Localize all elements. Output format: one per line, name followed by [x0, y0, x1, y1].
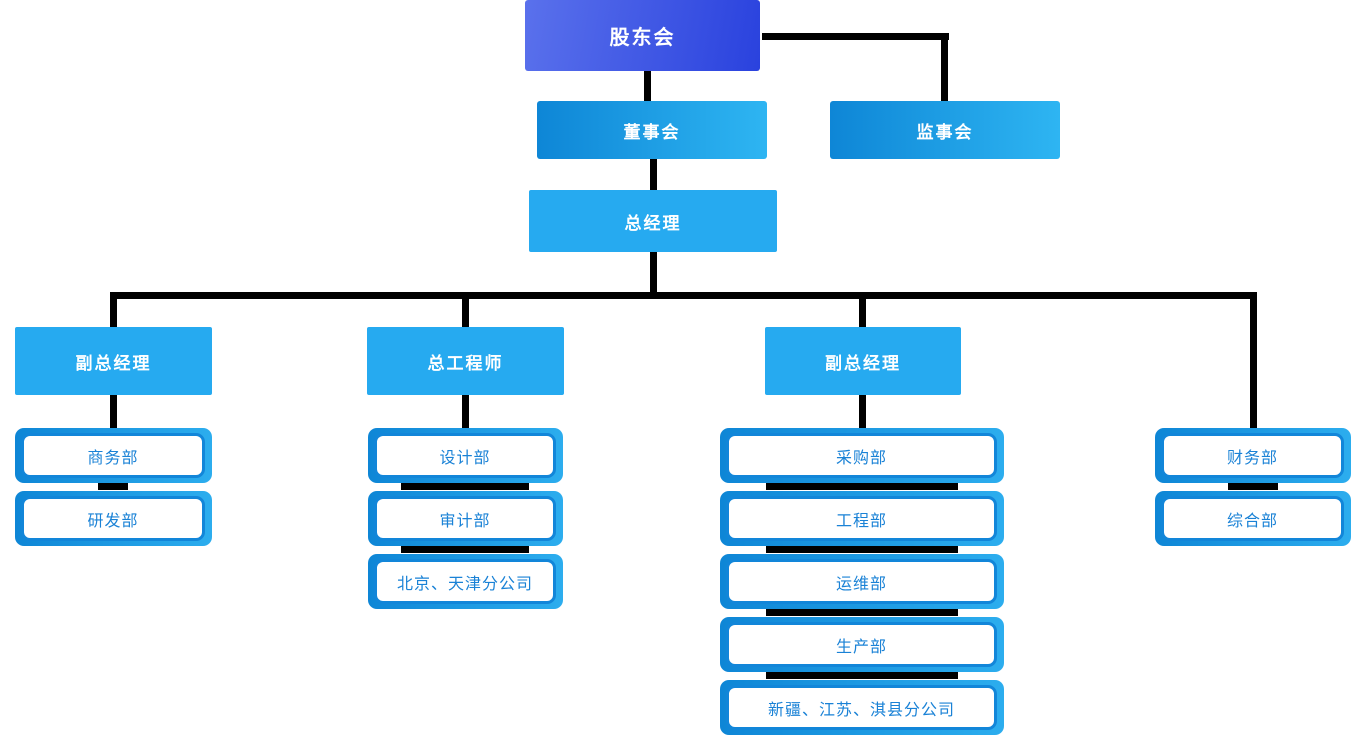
dept-engineering-label: 工程部 — [835, 512, 887, 530]
node-general-manager[interactable]: 总经理 — [529, 190, 777, 252]
connector-dept-link — [401, 481, 529, 490]
connector-dept-link — [766, 544, 958, 553]
branch-xinjiang-jiangsu-qixian-label: 新疆、江苏、淇县分公司 — [767, 701, 955, 719]
general-manager-label: 总经理 — [624, 213, 682, 233]
dept-card: 运维部 — [726, 559, 997, 604]
connector-dept-link — [98, 481, 128, 490]
node-dept-rnd[interactable]: 研发部 — [15, 491, 212, 546]
node-dept-general-affairs[interactable]: 综合部 — [1155, 491, 1351, 546]
dept-card: 生产部 — [726, 622, 997, 667]
dept-card: 新疆、江苏、淇县分公司 — [726, 685, 997, 730]
board-of-directors-label: 董事会 — [623, 122, 681, 142]
connector-shareholders-supervisory-h — [762, 33, 949, 40]
node-deputy-gm-right[interactable]: 副总经理 — [765, 327, 961, 395]
connector-dept-link — [766, 607, 958, 616]
node-branch-xinjiang-jiangsu-qixian[interactable]: 新疆、江苏、淇县分公司 — [720, 680, 1004, 735]
node-dept-engineering[interactable]: 工程部 — [720, 491, 1004, 546]
dept-audit-label: 审计部 — [439, 512, 491, 530]
node-dept-design[interactable]: 设计部 — [368, 428, 563, 483]
dept-card: 工程部 — [726, 496, 997, 541]
dept-card: 研发部 — [21, 496, 205, 541]
node-dept-production[interactable]: 生产部 — [720, 617, 1004, 672]
connector-gm-trunk — [650, 252, 657, 292]
dept-card: 设计部 — [374, 433, 556, 478]
connector-drop-chief-engineer — [462, 292, 469, 327]
node-deputy-gm-left[interactable]: 副总经理 — [15, 327, 212, 395]
node-chief-engineer[interactable]: 总工程师 — [367, 327, 564, 395]
connector-dept-link — [766, 670, 958, 679]
dept-card: 采购部 — [726, 433, 997, 478]
node-branch-beijing-tianjin[interactable]: 北京、天津分公司 — [368, 554, 563, 609]
connector-shareholders-supervisory-v — [941, 33, 948, 101]
connector-dept-link — [1228, 481, 1278, 490]
connector-deputy-gm-right-departments — [859, 395, 866, 428]
node-dept-operations[interactable]: 运维部 — [720, 554, 1004, 609]
node-dept-audit[interactable]: 审计部 — [368, 491, 563, 546]
connector-chief-engineer-departments — [462, 395, 469, 428]
node-supervisory-board[interactable]: 监事会 — [816, 101, 1074, 159]
deputy-gm-right-label: 副总经理 — [825, 353, 901, 373]
connector-dept-link — [766, 481, 958, 490]
connector-branch-rail — [110, 292, 1257, 299]
dept-operations-label: 运维部 — [835, 575, 887, 593]
dept-card: 商务部 — [21, 433, 205, 478]
branch-beijing-tianjin-label: 北京、天津分公司 — [396, 575, 533, 593]
connector-drop-finance-column — [1250, 292, 1257, 428]
dept-design-label: 设计部 — [439, 449, 491, 467]
dept-finance-label: 财务部 — [1226, 449, 1278, 467]
dept-procurement-label: 采购部 — [835, 449, 887, 467]
connector-drop-deputy-gm-right — [859, 292, 866, 327]
dept-production-label: 生产部 — [835, 638, 887, 656]
connector-deputy-gm-left-departments — [110, 395, 117, 428]
node-dept-business[interactable]: 商务部 — [15, 428, 212, 483]
node-dept-procurement[interactable]: 采购部 — [720, 428, 1004, 483]
dept-business-label: 商务部 — [87, 449, 139, 467]
deputy-gm-left-label: 副总经理 — [75, 353, 152, 373]
node-board-of-directors[interactable]: 董事会 — [523, 101, 781, 159]
connector-dept-link — [401, 544, 529, 553]
dept-card: 审计部 — [374, 496, 556, 541]
supervisory-board-label: 监事会 — [916, 122, 974, 142]
dept-card: 财务部 — [1161, 433, 1344, 478]
connector-board-gm — [650, 159, 657, 190]
dept-rnd-label: 研发部 — [87, 512, 139, 530]
shareholders-meeting-label: 股东会 — [609, 27, 676, 49]
connector-shareholders-board — [644, 71, 651, 101]
node-shareholders-meeting[interactable]: 股东会 — [525, 0, 776, 71]
chief-engineer-label: 总工程师 — [427, 353, 504, 373]
dept-card: 北京、天津分公司 — [374, 559, 556, 604]
node-dept-finance[interactable]: 财务部 — [1155, 428, 1351, 483]
connector-drop-deputy-gm-left — [110, 292, 117, 327]
dept-card: 综合部 — [1161, 496, 1344, 541]
dept-general-affairs-label: 综合部 — [1226, 512, 1278, 530]
